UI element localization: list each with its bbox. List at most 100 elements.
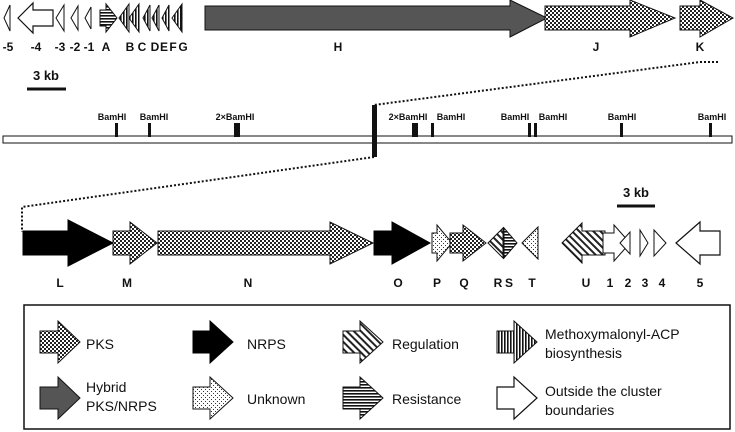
legend-label-resistance: Resistance	[392, 391, 461, 407]
bottom-gene-row	[22, 219, 721, 267]
legend-label-methoxymalonyl-line1: Methoxymalonyl-ACP	[545, 326, 680, 342]
gene-arrow-P	[431, 223, 453, 263]
gene-arrow-F	[161, 4, 170, 32]
top-gene-row	[3, 0, 735, 38]
legend-label-outside-line1: Outside the cluster	[545, 383, 662, 399]
legend-swatch-pks	[39, 319, 81, 365]
restriction-site-label: BamHI	[608, 112, 637, 122]
gene-label: -1	[84, 40, 95, 54]
gene-arrow-H	[204, 0, 549, 38]
gene-label: G	[178, 40, 187, 54]
gene-label: N	[244, 276, 253, 290]
scale-bar-label: 3 kb	[623, 185, 649, 200]
gene-arrow-K	[679, 0, 735, 38]
gene-label: J	[593, 40, 600, 54]
gene-arrow-B	[118, 2, 130, 34]
legend-label-nrps: NRPS	[247, 336, 286, 352]
top-gene-labels: -5 -4 -3 -2 -1 A B C D E F G H J K	[3, 40, 705, 54]
gene-label: F	[169, 40, 176, 54]
gene-label: C	[138, 40, 147, 54]
gene-label: 1	[607, 276, 614, 290]
legend-swatch-outside	[496, 375, 538, 421]
gene-label: T	[528, 276, 536, 290]
gene-arrow-U	[561, 221, 606, 265]
restriction-site-label: 2×BamHI	[389, 112, 428, 122]
gene-label: R	[494, 276, 503, 290]
gene-arrow-minus3	[55, 3, 65, 33]
legend-label-unknown: Unknown	[247, 391, 305, 407]
gene-label: K	[696, 40, 705, 54]
gene-label: S	[505, 276, 513, 290]
gene-label: -2	[70, 40, 81, 54]
gene-label: 2	[625, 276, 632, 290]
genomic-region-bar	[2, 135, 733, 144]
gene-arrow-minus5	[3, 4, 11, 32]
restriction-site-label: BamHI	[98, 112, 127, 122]
legend-label-hybrid-line2: PKS/NRPS	[86, 398, 157, 414]
gene-arrow-J	[544, 0, 677, 38]
gene-label: 5	[697, 276, 704, 290]
gene-arrow-C	[128, 2, 140, 34]
gene-label: E	[160, 40, 168, 54]
gene-label: D	[151, 40, 160, 54]
legend-label-outside-line2: boundaries	[545, 402, 614, 418]
gene-arrow-4	[653, 228, 667, 258]
gene-label: -3	[55, 40, 66, 54]
gene-label: B	[126, 40, 135, 54]
legend-swatch-methoxymalonyl	[496, 319, 538, 365]
scale-bar-label: 3 kb	[33, 68, 59, 83]
gene-label: 3	[642, 276, 649, 290]
restriction-site-label: BamHI	[501, 112, 530, 122]
legend-swatch-hybrid	[39, 375, 81, 421]
gene-arrow-minus2	[70, 4, 79, 32]
gene-label: 4	[659, 276, 666, 290]
gene-arrow-L	[22, 219, 115, 267]
gene-arrow-E	[151, 4, 160, 32]
gene-arrow-2	[619, 230, 631, 256]
restriction-map: BamHI BamHI 2×BamHI 2×BamHI BamHI BamHI …	[2, 105, 733, 157]
legend-swatch-resistance	[342, 375, 384, 421]
scale-bar-bottom: 3 kb	[617, 185, 655, 208]
scale-bar-top: 3 kb	[27, 68, 66, 91]
gene-arrow-minus4	[17, 1, 54, 35]
gene-arrow-O	[373, 221, 432, 265]
legend-swatch-regulation	[342, 319, 384, 365]
restriction-site-label: BamHI	[437, 112, 466, 122]
gene-label: A	[102, 40, 111, 54]
gene-arrow-M	[112, 220, 158, 266]
restriction-site-label: 2×BamHI	[216, 112, 255, 122]
legend: PKS NRPS Regulation Methoxymalonyl-ACP b…	[23, 304, 731, 430]
gene-arrow-Q	[449, 223, 487, 263]
zoom-lines	[21, 61, 718, 232]
gene-arrow-1	[602, 223, 631, 263]
gene-label: Q	[459, 276, 468, 290]
gene-label: H	[334, 40, 343, 54]
gene-arrow-minus1	[84, 6, 92, 30]
gene-arrow-G	[171, 2, 183, 34]
gene-label: -5	[3, 40, 14, 54]
gene-label: O	[393, 276, 402, 290]
legend-box	[23, 304, 731, 430]
restriction-site-label: BamHI	[140, 112, 169, 122]
bottom-gene-labels: L M N O P Q R S T U 1 2 3 4 5	[56, 276, 703, 290]
gene-label: U	[582, 276, 591, 290]
gene-arrow-A	[99, 2, 118, 34]
gene-arrow-N	[157, 221, 375, 265]
gene-arrow-D	[142, 4, 151, 32]
legend-label-hybrid-line1: Hybrid	[86, 379, 126, 395]
gene-arrow-3	[639, 228, 649, 258]
restriction-site-label: BamHI	[539, 112, 568, 122]
gene-label: -4	[31, 40, 42, 54]
restriction-site-label: BamHI	[698, 112, 727, 122]
legend-label-pks: PKS	[86, 336, 114, 352]
legend-label-methoxymalonyl-line2: biosynthesis	[545, 345, 622, 361]
gene-label: P	[433, 276, 441, 290]
gene-label: L	[56, 276, 63, 290]
gene-arrow-T	[521, 225, 539, 261]
legend-swatch-unknown	[192, 375, 234, 421]
gene-arrow-5	[675, 220, 721, 266]
gene-arrow-S	[503, 226, 518, 260]
gene-label: M	[122, 276, 132, 290]
gene-arrow-R	[487, 226, 504, 260]
